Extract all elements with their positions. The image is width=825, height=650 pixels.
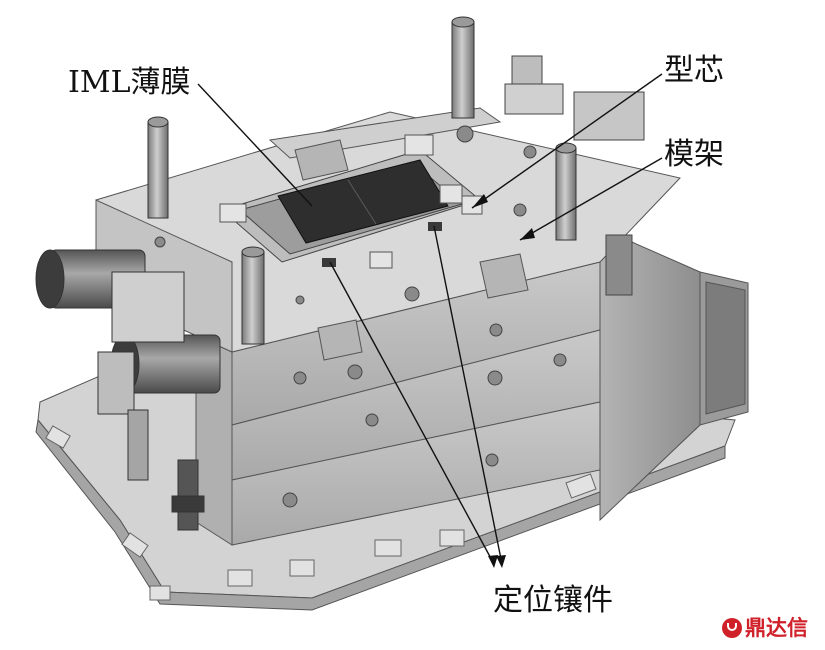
locating-insert-leader-1	[329, 261, 495, 565]
plate-stack-right	[599, 227, 749, 522]
right-attachments	[504, 55, 645, 296]
iml-film	[277, 159, 449, 244]
iml-film-leader	[197, 83, 313, 207]
core-blocks	[219, 134, 483, 269]
locating-insert-leader-2	[433, 225, 503, 565]
pockets	[294, 139, 529, 361]
watermark: 鼎达信	[722, 612, 808, 642]
brand-logo-icon	[722, 618, 742, 638]
top-holes	[154, 125, 537, 305]
valve-fitting	[171, 459, 205, 531]
locating-inserts	[322, 222, 442, 267]
hydraulic-cylinders	[35, 249, 221, 481]
watermark-text: 鼎达信	[745, 616, 808, 640]
mold-base-leader	[519, 157, 663, 241]
mold-base-label: 模架	[664, 137, 724, 172]
plate-stack-front	[195, 261, 601, 546]
core-label: 型芯	[664, 53, 724, 88]
guide-pillars	[147, 16, 577, 345]
leader-lines	[197, 73, 663, 565]
leader-arrowheads	[472, 194, 535, 568]
core-leader	[471, 73, 663, 209]
locating-insert-label: 定位镶件	[493, 583, 613, 618]
plate-holes	[282, 323, 567, 508]
iml-film-label: IML薄膜	[68, 65, 191, 100]
